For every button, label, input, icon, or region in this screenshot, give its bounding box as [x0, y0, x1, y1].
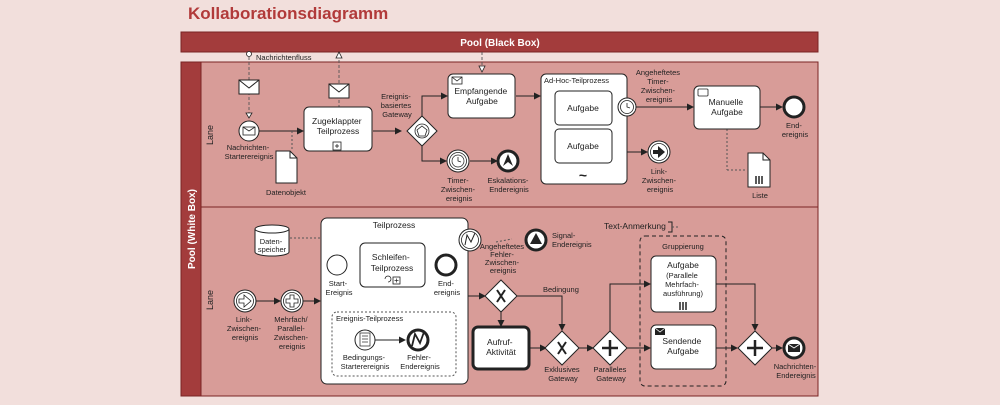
event-gateway-label: Ereignis- basiertes Gateway — [381, 92, 414, 119]
attached-timer-label: Angeheftetes Timer- Zwischen- ereignis — [636, 68, 682, 104]
sequence-flows-upper — [259, 92, 783, 165]
black-box-pool: Pool (Black Box) — [180, 31, 819, 53]
parallel-multiple-label: Mehrfach/ Parallel- Zwischen- ereignis — [274, 315, 310, 351]
send-task-label: Sendende Aufgabe — [662, 336, 703, 356]
message-flow-label: Nachrichtenfluss — [256, 53, 312, 62]
association — [495, 238, 513, 243]
event-subprocess — [331, 311, 457, 377]
loop-subprocess — [359, 242, 426, 288]
timer-intermediate-label: Timer- Zwischen- ereignis — [441, 176, 477, 203]
mi-task-note: (Parallele Mehrfach- ausführung) — [663, 271, 704, 298]
link-intermediate-label: Link- Zwischen- ereignis — [642, 167, 678, 194]
datastore-icon — [254, 224, 290, 257]
data-object-label: Datenobjekt — [266, 188, 307, 197]
exclusive-gateway — [544, 330, 580, 366]
adhoc-marker: ~ — [579, 167, 587, 183]
signal-end-label: Signal- Endereignis — [552, 231, 592, 249]
signal-end-event — [524, 228, 548, 252]
link-intermediate-event — [647, 140, 671, 164]
subprocess-title: Teilprozess — [373, 220, 416, 230]
collapsed-subprocess — [303, 106, 373, 152]
message-end-label: Nachrichten- Endereignis — [774, 362, 819, 380]
attached-error-event — [458, 228, 482, 252]
data-collection-icon — [747, 152, 771, 188]
data-object-icon — [275, 150, 298, 184]
conditional-start-event — [354, 329, 376, 351]
escalation-end-event — [496, 149, 520, 173]
adhoc-task-1-label: Aufgabe — [567, 103, 599, 113]
lane-label-upper: Lane — [205, 125, 215, 145]
end-event — [782, 95, 806, 119]
parallel-gateway — [592, 330, 628, 366]
call-activity — [471, 325, 531, 371]
adhoc-task-2-label: Aufgabe — [567, 141, 599, 151]
adhoc-title: Ad-Hoc-Teilprozess — [544, 76, 609, 85]
loop-subprocess-label: Schleifen- Teilprozess — [371, 252, 414, 273]
escalation-end-label: Eskalations- Endereignis — [488, 176, 531, 194]
adhoc-subprocess — [540, 73, 628, 185]
send-task — [650, 324, 717, 370]
mi-task-label: Aufgabe — [667, 260, 699, 270]
lane-label-lower: Lane — [205, 290, 215, 310]
end-event-label-lower: End- ereignis — [434, 279, 461, 297]
manual-task — [693, 85, 761, 130]
link-intermediate-label-lower: Link- Zwischen- ereignis — [227, 315, 263, 342]
message-end-event — [782, 336, 806, 360]
condition-label: Bedingung — [543, 285, 579, 294]
parallel-multiple-intermediate-event — [280, 289, 304, 313]
exclusive-gateway — [484, 279, 518, 313]
multi-instance-task — [650, 255, 717, 313]
parallel-gateway-join — [737, 330, 773, 366]
manual-task-label: Manuelle Aufgabe — [709, 97, 746, 117]
timer-intermediate-event — [446, 149, 470, 173]
event-based-gateway — [406, 115, 438, 147]
conditional-start-label: Bedingungs- Starterereignis — [341, 353, 390, 371]
attached-timer-event — [617, 97, 637, 117]
message-envelope-icon — [328, 83, 350, 99]
start-event — [326, 254, 348, 276]
page-title: Kollaborationsdiagramm — [188, 4, 389, 23]
event-subprocess-title: Ereignis-Teilprozess — [336, 314, 403, 323]
receive-task-label: Empfangende Aufgabe — [454, 86, 509, 106]
receive-task — [447, 73, 516, 119]
attached-error-label: Angeheftetes Fehler- Zwischen- ereignis — [480, 242, 526, 275]
error-end-label: Fehler- Endereignis — [400, 353, 440, 371]
list-label: Liste — [752, 191, 768, 200]
message-start-label: Nachrichten- Starterereignis — [225, 143, 274, 161]
collapsed-subprocess-label: Zugeklappter Teilprozess — [312, 116, 364, 136]
call-activity-label: Aufruf- Aktivität — [486, 337, 516, 357]
start-event-label: Start- Ereignis — [325, 279, 352, 297]
datastore-label: Daten- speicher — [258, 237, 287, 254]
text-annotation-label: Text-Anmerkung — [604, 221, 666, 231]
text-annotation — [668, 221, 680, 233]
black-box-pool-label: Pool (Black Box) — [460, 38, 539, 49]
end-event — [434, 253, 458, 277]
exclusive-gateway-label: Exklusives Gateway — [544, 365, 582, 383]
message-start-event — [238, 120, 260, 142]
end-event-label: End- ereignis — [782, 121, 809, 139]
group — [639, 235, 727, 387]
parallel-gateway-label: Paralleles Gateway — [593, 365, 628, 383]
error-end-event — [406, 328, 430, 352]
link-intermediate-event — [233, 289, 257, 313]
message-envelope-icon — [238, 79, 260, 95]
white-box-pool-label: Pool (White Box) — [187, 189, 198, 269]
group-label: Gruppierung — [662, 242, 704, 251]
